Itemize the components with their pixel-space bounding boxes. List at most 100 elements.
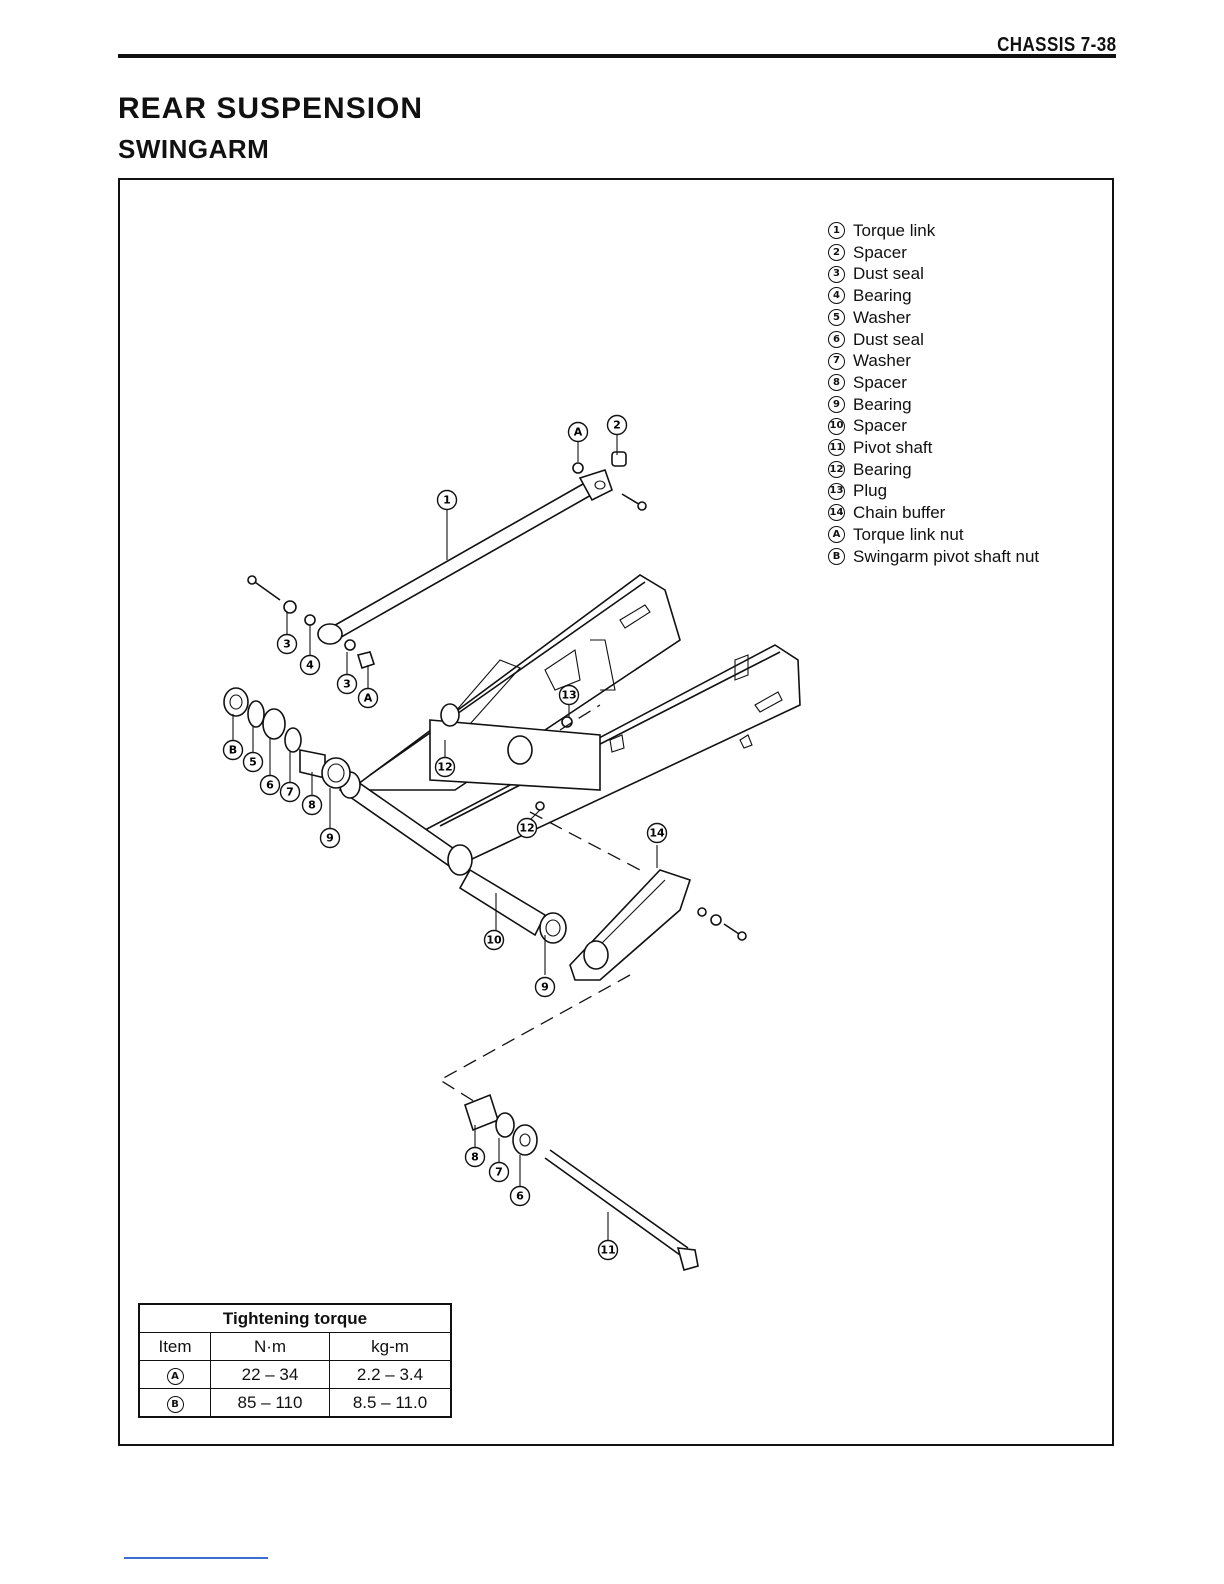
legend-item: 8 Spacer <box>828 372 1039 394</box>
legend-item: 7 Washer <box>828 350 1039 372</box>
svg-text:A: A <box>574 426 583 439</box>
callout-badge: 13 <box>828 482 845 500</box>
callout-9: 9 <box>319 827 341 849</box>
header-rule <box>118 54 1116 58</box>
callout-4: 4 <box>299 654 321 676</box>
svg-text:9: 9 <box>326 832 334 845</box>
torque-link <box>317 469 613 645</box>
svg-text:1: 1 <box>443 494 451 507</box>
callout-12: 12 <box>516 817 538 839</box>
callout-badge: 6 <box>828 330 845 348</box>
callout-badge: 5 <box>828 309 845 327</box>
callout-badge: 11 <box>828 439 845 457</box>
callout-badge: A <box>828 526 845 544</box>
callout-1: 1 <box>436 489 458 511</box>
callout-badge: 12 <box>828 461 845 479</box>
left-pivot-stack <box>223 687 351 789</box>
spacer-and-bearing <box>458 868 567 944</box>
table-row: B 85 – 110 8.5 – 11.0 <box>138 1388 452 1418</box>
callout-badge: B <box>166 1396 184 1413</box>
svg-text:6: 6 <box>516 1190 524 1203</box>
lower-pivot-stack <box>464 1093 699 1271</box>
svg-text:10: 10 <box>486 934 502 947</box>
callout-badge: 4 <box>828 287 845 305</box>
swingarm-exploded-diagram: .ln { stroke: #111; fill: none; stroke-w… <box>222 414 801 1271</box>
svg-text:7: 7 <box>495 1166 503 1179</box>
callout-14: 14 <box>646 822 668 844</box>
callout-7: 7 <box>279 781 301 803</box>
legend-label: Dust seal <box>853 264 924 284</box>
legend-label: Bearing <box>853 394 912 414</box>
legend-label: Pivot shaft <box>853 438 933 458</box>
legend-item: 4 Bearing <box>828 285 1039 307</box>
legend-label: Spacer <box>853 416 907 436</box>
svg-text:8: 8 <box>471 1151 479 1164</box>
legend-label: Bearing <box>853 459 912 479</box>
callout-11: 11 <box>597 1239 619 1261</box>
callout-badge: B <box>828 547 845 565</box>
legend-label: Bearing <box>853 286 912 306</box>
callout-2: 2 <box>606 414 628 436</box>
table-cell-nm: 22 – 34 <box>210 1360 330 1389</box>
callout-badge: 8 <box>828 374 845 392</box>
callout-9: 9 <box>534 976 556 998</box>
legend-label: Torque link nut <box>853 524 964 544</box>
callout-badge: 2 <box>828 244 845 262</box>
centerline <box>559 704 601 731</box>
legend-item: 13 Plug <box>828 480 1039 502</box>
legend-label: Swingarm pivot shaft nut <box>853 546 1040 566</box>
callout-5: 5 <box>242 751 264 773</box>
callout-badge: 9 <box>828 395 845 413</box>
table-title: Tightening torque <box>138 1303 452 1333</box>
callouts: 1 2 A 3 4 3 A B 5 6 7 8 9 13 12 12 14 10… <box>222 414 668 1261</box>
callout-10: 10 <box>483 929 505 951</box>
section-title: REAR SUSPENSION <box>118 92 424 125</box>
callout-badge: 14 <box>828 504 845 522</box>
table-header-item: Item <box>138 1332 211 1361</box>
table-cell-item: A <box>138 1360 211 1389</box>
svg-text:12: 12 <box>519 822 534 835</box>
svg-text:12: 12 <box>437 761 452 774</box>
table-header-kgm: kg-m <box>329 1332 452 1361</box>
legend-label: Washer <box>853 307 911 327</box>
callout-badge: A <box>166 1368 184 1385</box>
tightening-torque-table: Tightening torque Item N·m kg-m A 22 – 3… <box>138 1303 452 1418</box>
legend-label: Spacer <box>853 372 907 392</box>
svg-text:14: 14 <box>649 827 665 840</box>
svg-text:13: 13 <box>561 689 576 702</box>
subsection-title: SWINGARM <box>118 134 270 164</box>
table-cell-item: B <box>138 1388 211 1418</box>
svg-text:6: 6 <box>266 779 274 792</box>
callout-3: 3 <box>336 673 358 695</box>
table-cell-kgm: 8.5 – 11.0 <box>329 1388 452 1418</box>
callout-6: 6 <box>509 1185 531 1207</box>
table-cell-nm: 85 – 110 <box>210 1388 330 1418</box>
callout-6: 6 <box>259 774 281 796</box>
table-header-nm: N·m <box>210 1332 330 1361</box>
footer-link-underline[interactable] <box>124 1557 268 1559</box>
svg-text:11: 11 <box>600 1244 615 1257</box>
legend-label: Torque link <box>853 221 936 240</box>
fasteners <box>247 451 747 941</box>
svg-text:B: B <box>229 744 237 757</box>
callout-13: 13 <box>558 684 580 706</box>
svg-text:5: 5 <box>249 756 257 769</box>
svg-text:2: 2 <box>613 419 621 432</box>
callout-a: A <box>567 421 589 443</box>
figure-frame <box>118 178 1114 1446</box>
legend-item: 9 Bearing <box>828 394 1039 416</box>
legend-label: Plug <box>853 481 888 501</box>
legend-label: Washer <box>853 351 911 371</box>
callout-3: 3 <box>276 633 298 655</box>
legend-item: 12 Bearing <box>828 459 1039 481</box>
table-row: A 22 – 34 2.2 – 3.4 <box>138 1360 452 1389</box>
svg-text:3: 3 <box>283 638 291 651</box>
callout-12: 12 <box>434 756 456 778</box>
callout-7: 7 <box>488 1161 510 1183</box>
callout-badge: 7 <box>828 352 845 370</box>
legend-label: Chain buffer <box>853 503 946 523</box>
